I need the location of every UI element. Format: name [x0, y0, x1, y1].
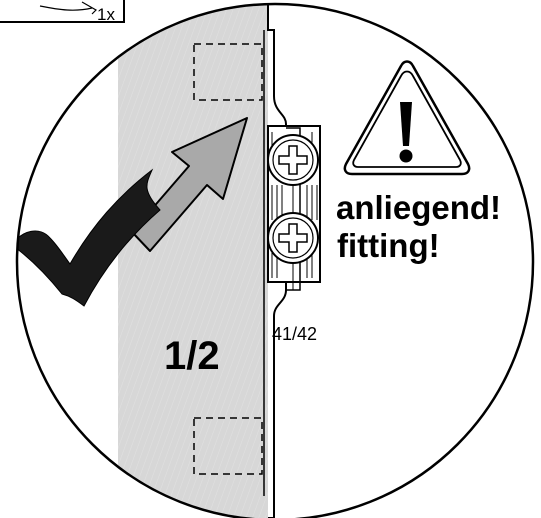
exclamation-triangle-icon — [343, 60, 471, 176]
hole-upper — [193, 43, 263, 101]
screw-lower — [267, 212, 319, 264]
part-number-label: 41/42 — [272, 324, 317, 344]
warning-text-german: anliegend! — [336, 189, 501, 226]
corner-inset: 1x — [0, 0, 125, 24]
hinge-bracket — [267, 125, 321, 291]
quantity-label: 1x — [97, 5, 115, 24]
hole-lower — [193, 417, 263, 475]
checkmark-icon — [17, 168, 161, 307]
magnifier-circle — [15, 2, 535, 518]
warning-text-english: fitting! — [337, 227, 440, 264]
magnified-detail — [17, 4, 321, 518]
screw-upper — [267, 134, 319, 186]
rail-profile — [267, 4, 287, 518]
panel-fraction-label: 1/2 — [164, 334, 220, 378]
